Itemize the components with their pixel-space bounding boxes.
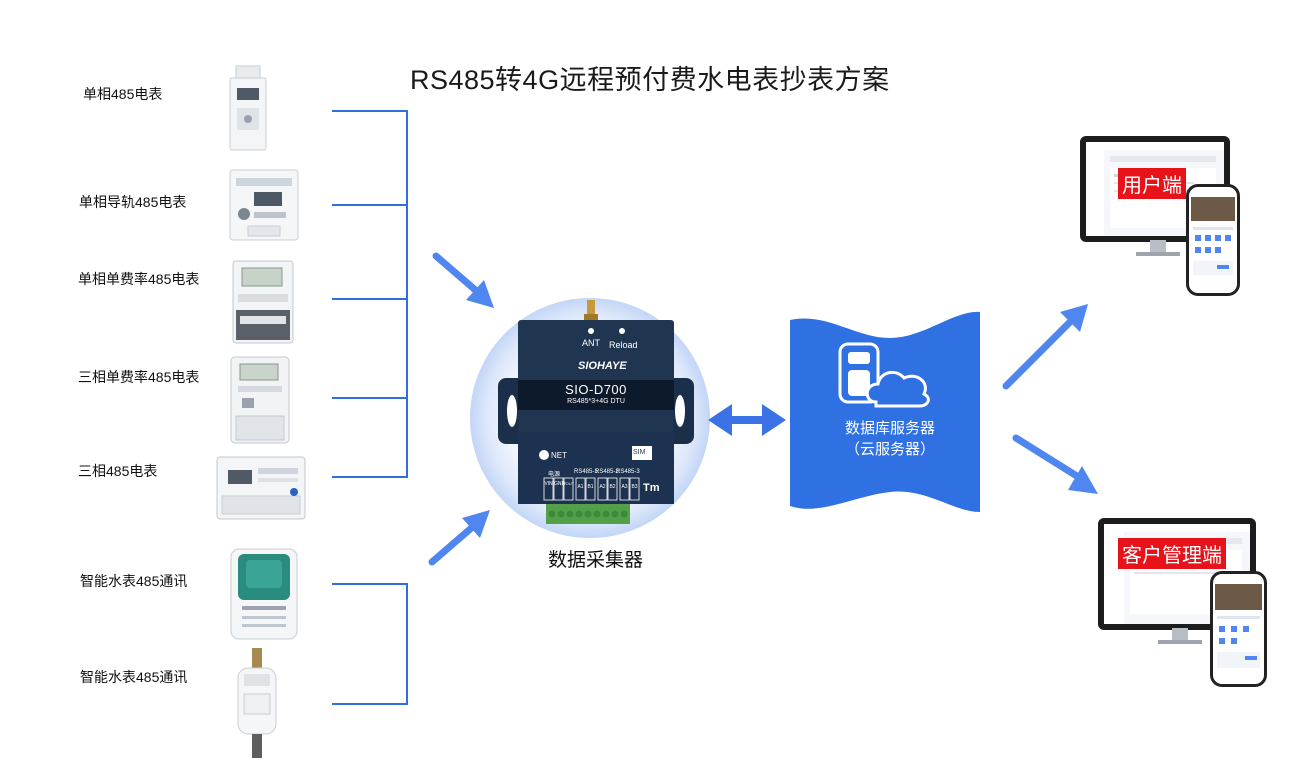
dtu-pin-vin: VIN (544, 481, 553, 487)
meter-label-2: 单相导轨485电表 (79, 194, 187, 210)
cloud-server-label: 数据库服务器 （云服务器） (800, 418, 980, 460)
connector-line-1 (332, 110, 408, 112)
admin-phone (1210, 571, 1267, 687)
dtu-pin-vout: VOUT (563, 481, 575, 486)
dtu-pin-a3: A3 (621, 484, 628, 490)
connector-line-6 (332, 583, 408, 585)
dtu-brand-logo: SIOHAYE (578, 360, 627, 372)
meter-label-4: 三相单费率485电表 (78, 369, 200, 385)
dtu-ant-label: ANT (582, 338, 600, 348)
dtu-rs485-3-label: RS485-3 (616, 469, 640, 475)
cloud-server-banner (790, 311, 980, 512)
admin-terminal-badge: 客户管理端 (1118, 538, 1226, 569)
dtu-pin-b1: B1 (587, 484, 594, 490)
connector-line-7 (332, 703, 408, 705)
user-monitor-stand (1136, 240, 1180, 256)
user-phone (1186, 184, 1240, 296)
meter-label-7: 智能水表485通讯 (80, 669, 188, 685)
meter-image-water-485-pipe (237, 648, 277, 758)
user-terminal-badge: 用户端 (1118, 168, 1186, 199)
dtu-device: ANT Reload SIOHAYE SIO-D700 RS485*3+4G D… (496, 300, 696, 532)
dtu-power-label: 电源 (548, 472, 561, 478)
admin-monitor-stand (1158, 628, 1202, 644)
meter-image-three-phase-single-rate (230, 356, 290, 444)
meter-image-water-485-card (230, 548, 298, 640)
page-title: RS485转4G远程预付费水电表抄表方案 (410, 65, 890, 95)
arrow-to-user-terminal (1002, 304, 1088, 390)
dtu-pin-b2: B2 (609, 484, 616, 490)
dtu-caption: 数据采集器 (548, 550, 644, 571)
dtu-pin-a1: A1 (577, 484, 584, 490)
cloud-server-line2: （云服务器） (844, 441, 935, 458)
meter-label-5: 三相485电表 (78, 463, 158, 479)
connector-bracket-bottom (406, 583, 408, 705)
connector-line-2 (332, 204, 408, 206)
dtu-pin-gnd: GND (554, 481, 566, 487)
dtu-model: SIO-D700 (565, 382, 627, 397)
connector-line-5 (332, 476, 408, 478)
dtu-net-label: NET (551, 451, 567, 460)
meter-image-single-phase-rail (229, 169, 299, 241)
meter-label-3: 单相单费率485电表 (78, 271, 200, 287)
arrow-bottom-to-dtu (428, 510, 490, 566)
meter-image-three-phase (216, 456, 306, 520)
dtu-body (498, 300, 694, 524)
connector-line-4 (332, 397, 408, 399)
dtu-pin-a2: A2 (599, 484, 606, 490)
dtu-rs485-2-label: RS485-2 (595, 469, 619, 475)
dtu-model-band (518, 380, 674, 410)
meter-image-single-phase-single-rate (232, 260, 294, 344)
dtu-sim-label: SIM (633, 449, 646, 456)
dtu-pin-b3: B3 (631, 484, 638, 490)
bidirectional-arrow (708, 404, 786, 436)
connector-bracket-top (406, 110, 408, 478)
meter-label-6: 智能水表485通讯 (80, 573, 188, 589)
dtu-reload-label: Reload (609, 340, 638, 350)
database-cloud-icon (838, 342, 930, 408)
meter-image-single-phase (229, 65, 267, 151)
connector-line-3 (332, 298, 408, 300)
arrow-to-admin-terminal (1012, 434, 1098, 494)
arrow-top-to-dtu (432, 252, 494, 308)
dtu-tm-label: Tm (643, 482, 660, 494)
dtu-rs485-1-label: RS485-1 (574, 469, 598, 475)
user-phone-screen (1191, 197, 1235, 275)
cloud-server-line1: 数据库服务器 (844, 420, 935, 437)
admin-phone-screen (1215, 584, 1262, 668)
dtu-subtitle: RS485*3+4G DTU (567, 398, 625, 405)
meter-label-1: 单相485电表 (83, 86, 163, 102)
